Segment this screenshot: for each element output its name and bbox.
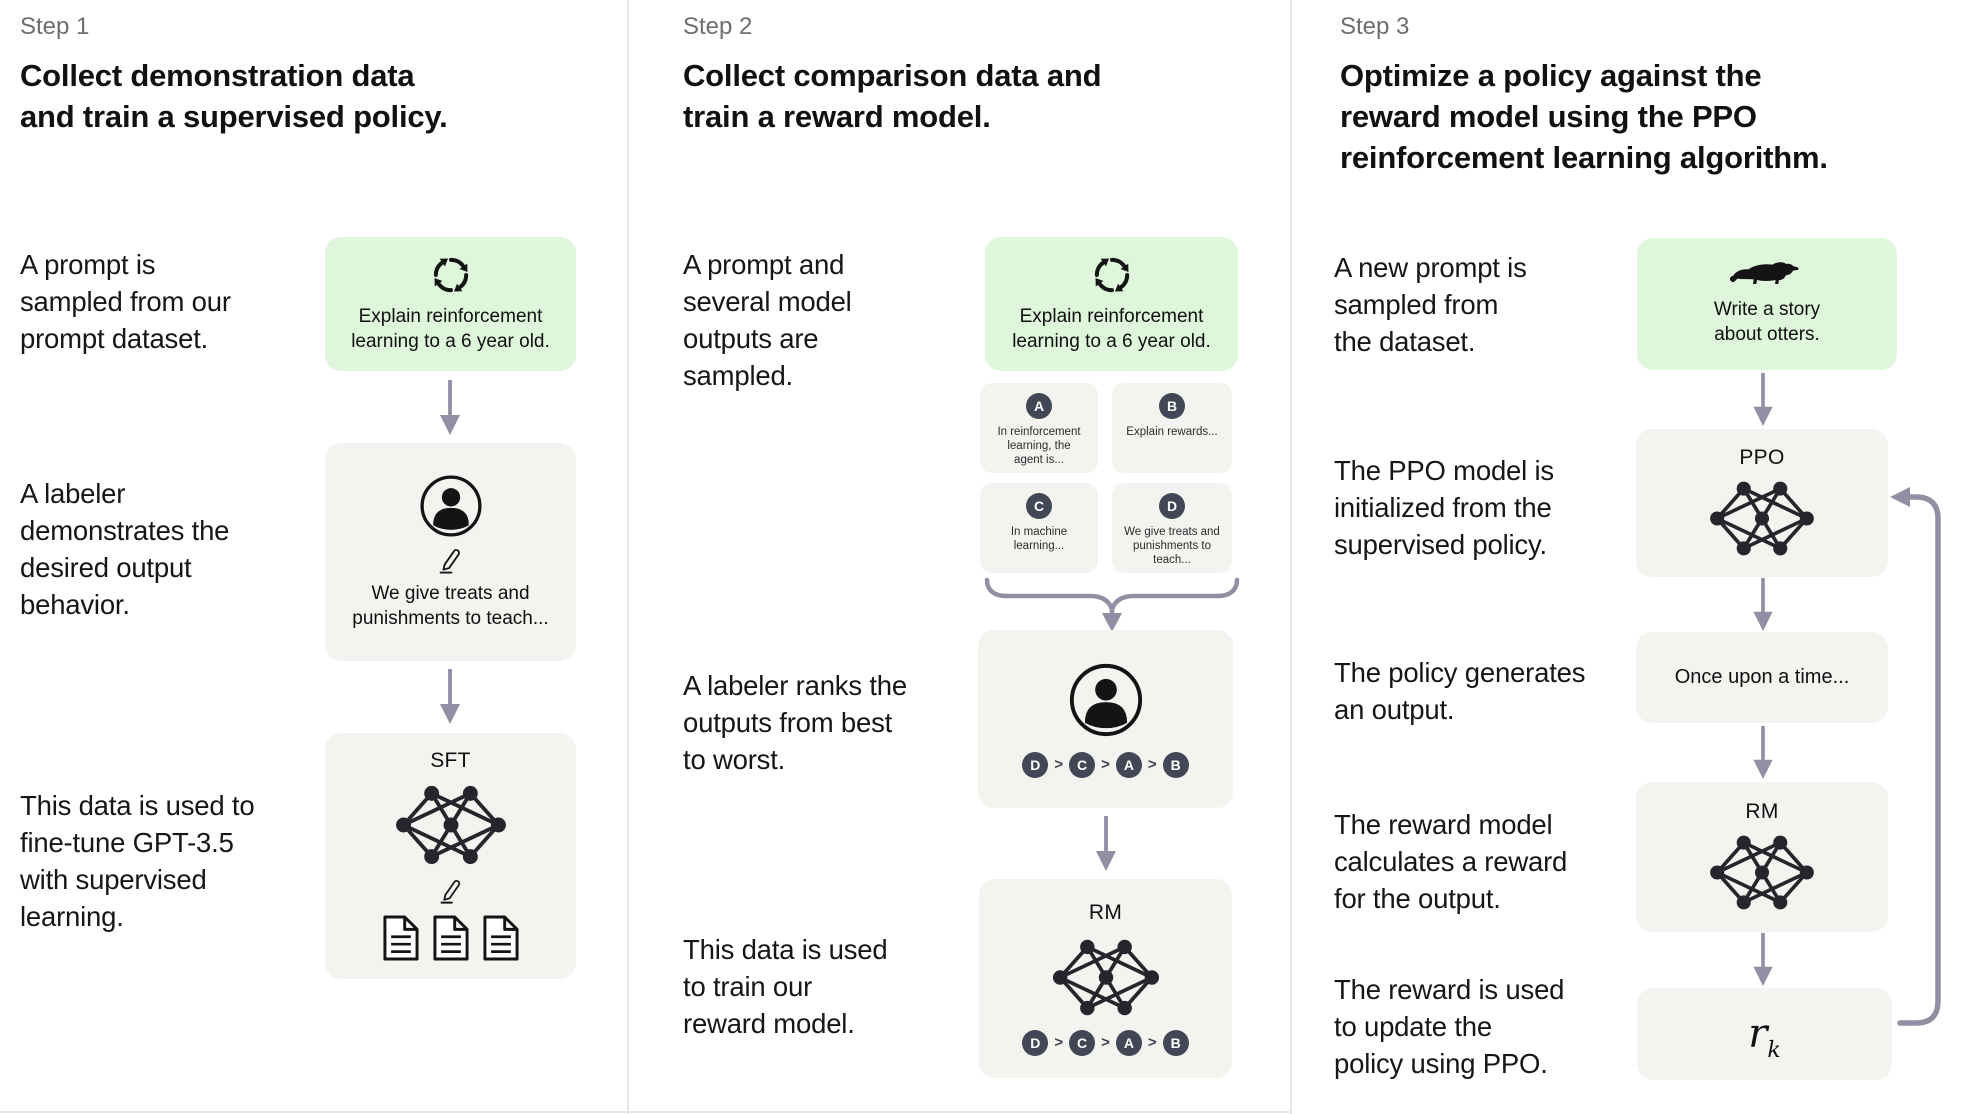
step3-output-box: Once upon a time...: [1636, 632, 1888, 723]
reward-value: rk: [1748, 1011, 1781, 1063]
step2-labeler-box: D > C > A > B: [978, 630, 1233, 808]
step3-ppo-box: PPO: [1636, 429, 1888, 577]
down-arrow-icon: [438, 380, 462, 436]
rank-badge: A: [1115, 1029, 1142, 1056]
rank-separator: >: [1054, 756, 1064, 773]
step1-text-finetune: This data is used to fine-tune GPT-3.5 w…: [20, 790, 255, 932]
neural-network-icon: [1707, 477, 1817, 560]
step2-title: Collect comparison data and train a rewa…: [683, 58, 1102, 134]
rm-label: RM: [1745, 799, 1779, 823]
documents-icon: [380, 913, 522, 963]
step3-text-output: The policy generates an output.: [1334, 657, 1586, 725]
output-text-a: In reinforcement learning, the agent is.…: [997, 426, 1081, 466]
step1-prompt-box: Explain reinforcement learning to a 6 ye…: [325, 237, 576, 371]
neural-network-icon: [1050, 935, 1162, 1020]
step2-prompt-box: Explain reinforcement learning to a 6 ye…: [985, 237, 1238, 371]
rank-badge: A: [1115, 751, 1142, 778]
person-icon: [418, 473, 484, 539]
sft-label: SFT: [430, 748, 471, 772]
output-badge-b: B: [1159, 393, 1185, 419]
output-text-b: Explain rewards...: [1126, 426, 1218, 438]
rank-badge: B: [1162, 1029, 1189, 1056]
output-box-a: A In reinforcement learning, the agent i…: [980, 383, 1098, 473]
curly-brace-icon: [984, 577, 1240, 632]
pencil-icon: [437, 547, 464, 574]
step1-text-prompt: A prompt is sampled from our prompt data…: [20, 249, 231, 354]
neural-network-icon: [1707, 831, 1817, 914]
output-text-d: We give treats and punishments to teach.…: [1124, 526, 1220, 566]
down-arrow-icon: [1751, 578, 1775, 632]
down-arrow-icon: [1751, 726, 1775, 780]
step3-text-init: The PPO model is initialized from the su…: [1334, 455, 1554, 560]
ranking-row: D > C > A > B: [1022, 751, 1189, 778]
step3-prompt-box: Write a story about otters.: [1637, 238, 1897, 370]
output-box-b: B Explain rewards...: [1112, 383, 1232, 473]
loop-arrow-icon: [1890, 487, 1941, 1026]
down-arrow-icon: [1751, 373, 1775, 427]
down-arrow-icon: [1751, 933, 1775, 987]
step1-prompt-caption: Explain reinforcement learning to a 6 ye…: [351, 306, 550, 352]
bottom-border: [0, 1111, 1290, 1113]
document-icon: [430, 913, 472, 963]
step2-rm-box: RM D > C > A > B: [979, 879, 1232, 1078]
step1-sft-box: SFT: [325, 733, 576, 979]
document-icon: [380, 913, 422, 963]
down-arrow-icon: [1094, 816, 1118, 872]
rank-badge: C: [1069, 1029, 1096, 1056]
step1-labeler-box: We give treats and punishments to teach.…: [325, 443, 576, 661]
step1-text-labeler: A labeler demonstrates the desired outpu…: [20, 478, 230, 620]
step3-label: Step 3: [1340, 13, 1410, 40]
ranking-row: D > C > A > B: [1022, 1029, 1189, 1056]
column-divider-1: [627, 0, 629, 1114]
step1-labeler-caption: We give treats and punishments to teach.…: [352, 583, 549, 629]
neural-network-icon: [393, 781, 509, 869]
ppo-label: PPO: [1739, 445, 1785, 469]
rm-label: RM: [1088, 901, 1123, 925]
down-arrow-icon: [438, 669, 462, 725]
rank-badge: D: [1022, 1029, 1049, 1056]
step2-text-prompt: A prompt and several model outputs are s…: [683, 249, 852, 391]
rank-separator: >: [1147, 1034, 1157, 1052]
step2-label: Step 2: [683, 13, 753, 40]
rank-separator: >: [1101, 1034, 1110, 1052]
rank-separator: >: [1101, 756, 1110, 773]
step3-reward-box: rk: [1637, 988, 1892, 1080]
output-badge-c: C: [1026, 493, 1052, 519]
step1-label: Step 1: [20, 13, 90, 40]
step3-text-update: The reward is used to update the policy …: [1334, 974, 1565, 1079]
step3-title: Optimize a policy against the reward mod…: [1340, 58, 1828, 175]
refresh-icon: [1091, 254, 1133, 296]
person-icon: [1067, 661, 1145, 739]
step3-text-reward: The reward model calculates a reward for…: [1334, 809, 1568, 914]
rank-separator: >: [1054, 1034, 1064, 1052]
output-box-c: C In machine learning...: [980, 483, 1098, 573]
output-text-c: In machine learning...: [1010, 526, 1068, 552]
pencil-icon: [438, 878, 464, 904]
otter-icon: [1727, 261, 1807, 291]
step2-text-ranking: A labeler ranks the outputs from best to…: [683, 670, 907, 775]
rank-badge: C: [1069, 751, 1096, 778]
output-badge-d: D: [1159, 493, 1185, 519]
step2-text-train: This data is used to train our reward mo…: [683, 934, 888, 1039]
step3-output-text: Once upon a time...: [1674, 665, 1850, 688]
output-box-d: D We give treats and punishments to teac…: [1112, 483, 1232, 573]
step2-prompt-caption: Explain reinforcement learning to a 6 ye…: [1012, 306, 1211, 352]
output-badge-a: A: [1026, 393, 1052, 419]
step1-title: Collect demonstration data and train a s…: [20, 58, 448, 134]
column-divider-2: [1290, 0, 1292, 1114]
rank-separator: >: [1147, 756, 1157, 773]
document-icon: [480, 913, 522, 963]
rank-badge: B: [1162, 751, 1189, 778]
step3-prompt-caption: Write a story about otters.: [1713, 299, 1821, 345]
rank-badge: D: [1022, 751, 1049, 778]
step3-rm-box: RM: [1636, 782, 1888, 932]
refresh-icon: [430, 254, 472, 296]
step3-text-prompt: A new prompt is sampled from the dataset…: [1334, 252, 1527, 357]
